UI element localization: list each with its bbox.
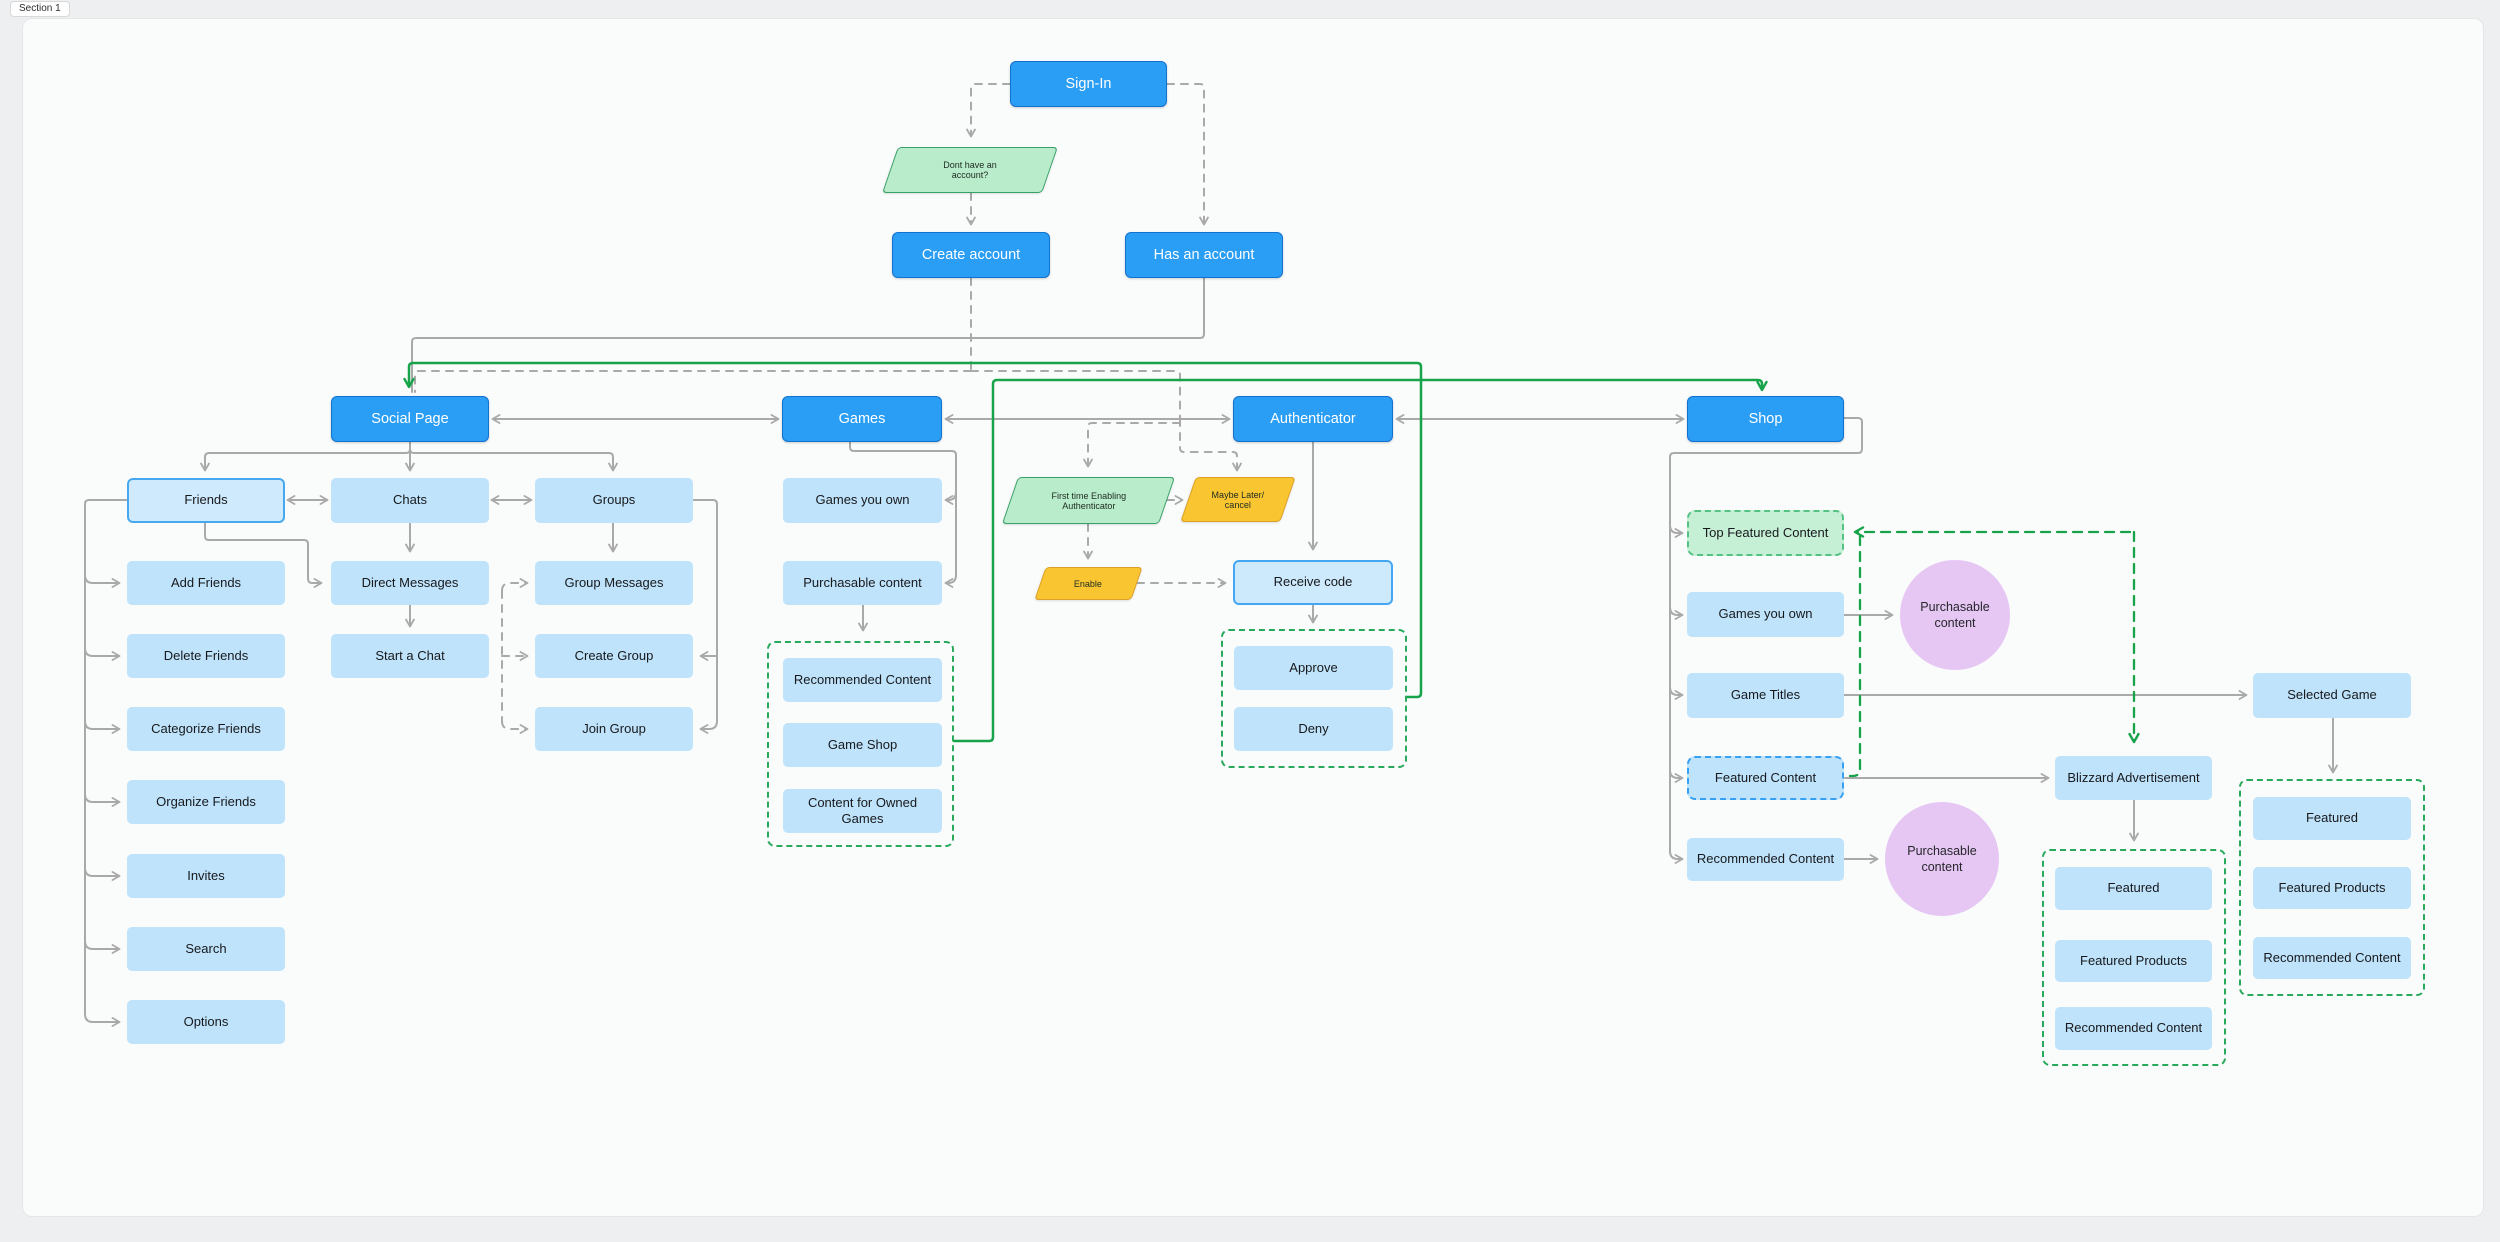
node-featured-selectedgame[interactable]: Featured: [2253, 797, 2411, 840]
node-featured-products-blizzard[interactable]: Featured Products: [2055, 940, 2212, 982]
connector-signin-hasaccount: [1166, 83, 1209, 226]
green-dashed-connectors: [1848, 526, 2140, 778]
gray-solid-connectors: [84, 277, 2338, 1027]
node-search[interactable]: Search: [127, 927, 285, 971]
node-shop[interactable]: Shop: [1687, 396, 1844, 442]
node-purchasable-content[interactable]: Purchasable content: [783, 561, 942, 605]
node-social-page[interactable]: Social Page: [331, 396, 489, 442]
node-purchasable-content-circle-top[interactable]: Purchasable content: [1900, 560, 2010, 670]
node-direct-messages[interactable]: Direct Messages: [331, 561, 489, 605]
node-blizzard-advertisement[interactable]: Blizzard Advertisement: [2055, 756, 2212, 800]
node-invites[interactable]: Invites: [127, 854, 285, 898]
connector-signin-noaccount: [966, 83, 1011, 138]
connector-shop-gamesyouown: [1669, 606, 1684, 620]
connector-hasaccount-social: [411, 277, 1205, 393]
connector-approvedeny-socialpage: [403, 361, 1423, 699]
node-recommended-content-games[interactable]: Recommended Content: [783, 658, 942, 702]
node-deny[interactable]: Deny: [1234, 707, 1393, 751]
node-content-for-owned-games[interactable]: Content for Owned Games: [783, 789, 942, 833]
node-create-account[interactable]: Create account: [892, 232, 1050, 278]
container-selectedgame-items[interactable]: [2239, 779, 2425, 996]
connector-gameshop-shop: [952, 378, 1768, 743]
node-games[interactable]: Games: [782, 396, 942, 442]
connector-rail-firsttime: [1083, 422, 1181, 468]
node-maybe-later[interactable]: Maybe Later/ cancel: [1180, 477, 1296, 522]
connector-friends-invites: [84, 867, 121, 881]
node-authenticator[interactable]: Authenticator: [1233, 396, 1393, 442]
node-top-featured-content[interactable]: Top Featured Content: [1687, 510, 1844, 556]
node-group-messages[interactable]: Group Messages: [535, 561, 693, 605]
connector-friends-organize: [84, 793, 121, 807]
green-solid-connectors: [403, 361, 1768, 743]
connector-rail-social: [414, 370, 972, 393]
container-games-content[interactable]: [767, 641, 954, 847]
connector-friends-categorize: [84, 720, 121, 734]
connector-shop-gametitles: [1669, 686, 1684, 700]
node-join-group[interactable]: Join Group: [535, 707, 693, 751]
connector-rail-maybelater: [1179, 418, 1242, 472]
node-purchasable-content-circle-bottom[interactable]: Purchasable content: [1885, 802, 1999, 916]
connector-friends-dm: [204, 522, 323, 588]
node-featured-content[interactable]: Featured Content: [1687, 756, 1844, 800]
node-chats[interactable]: Chats: [331, 478, 489, 523]
section-label[interactable]: Section 1: [10, 1, 70, 17]
node-sign-in[interactable]: Sign-In: [1010, 61, 1167, 107]
connector-dashed-joingroup: [501, 720, 529, 734]
node-receive-code[interactable]: Receive code: [1233, 560, 1393, 605]
node-create-group[interactable]: Create Group: [535, 634, 693, 678]
connector-friends-deletefriends: [84, 647, 121, 661]
connector-groups-right-rail: [691, 499, 718, 734]
node-options[interactable]: Options: [127, 1000, 285, 1044]
node-game-shop[interactable]: Game Shop: [783, 723, 942, 767]
node-start-a-chat[interactable]: Start a Chat: [331, 634, 489, 678]
node-add-friends[interactable]: Add Friends: [127, 561, 285, 605]
connector-friends-rail: [84, 499, 128, 1027]
node-games-you-own-shop[interactable]: Games you own: [1687, 592, 1844, 637]
connector-greendash-featuredcontent: [1848, 534, 1862, 778]
node-has-account[interactable]: Has an account: [1125, 232, 1283, 278]
node-organize-friends[interactable]: Organize Friends: [127, 780, 285, 824]
node-groups[interactable]: Groups: [535, 478, 693, 523]
connector-social-friends: [200, 441, 411, 472]
node-recommended-content-shop[interactable]: Recommended Content: [1687, 838, 1844, 881]
node-game-titles[interactable]: Game Titles: [1687, 673, 1844, 718]
node-enable[interactable]: Enable: [1034, 567, 1143, 600]
connector-games-gamesyouown: [944, 491, 957, 505]
connector-friends-addfriends: [84, 574, 121, 588]
node-featured-blizzard[interactable]: Featured: [2055, 867, 2212, 910]
connector-shop-featuredcontent: [1669, 769, 1684, 783]
connector-dashed-groupmessages: [501, 578, 529, 592]
node-recommended-content-blizzard[interactable]: Recommended Content: [2055, 1007, 2212, 1050]
connector-shop-topfeatured: [1669, 524, 1684, 538]
connector-friends-search: [84, 940, 121, 954]
node-games-you-own[interactable]: Games you own: [783, 478, 942, 523]
node-friends[interactable]: Friends: [127, 478, 285, 523]
connector-rail-right: [970, 370, 1181, 420]
node-first-time-enabling[interactable]: First time Enabling Authenticator: [1001, 477, 1176, 524]
node-selected-game[interactable]: Selected Game: [2253, 673, 2411, 718]
connector-social-groups: [409, 441, 618, 472]
connector-shop-rail: [1669, 417, 1863, 864]
node-approve[interactable]: Approve: [1234, 646, 1393, 690]
connector-games-rail: [849, 441, 957, 588]
node-featured-products-selectedgame[interactable]: Featured Products: [2253, 867, 2411, 909]
node-delete-friends[interactable]: Delete Friends: [127, 634, 285, 678]
container-blizzard-items[interactable]: [2042, 849, 2226, 1066]
node-recommended-content-selectedgame[interactable]: Recommended Content: [2253, 937, 2411, 979]
node-categorize-friends[interactable]: Categorize Friends: [127, 707, 285, 751]
node-dont-have-account[interactable]: Dont have an account?: [882, 147, 1058, 193]
gray-dashed-connectors: [414, 83, 1242, 734]
container-approve-deny[interactable]: [1221, 629, 1407, 768]
